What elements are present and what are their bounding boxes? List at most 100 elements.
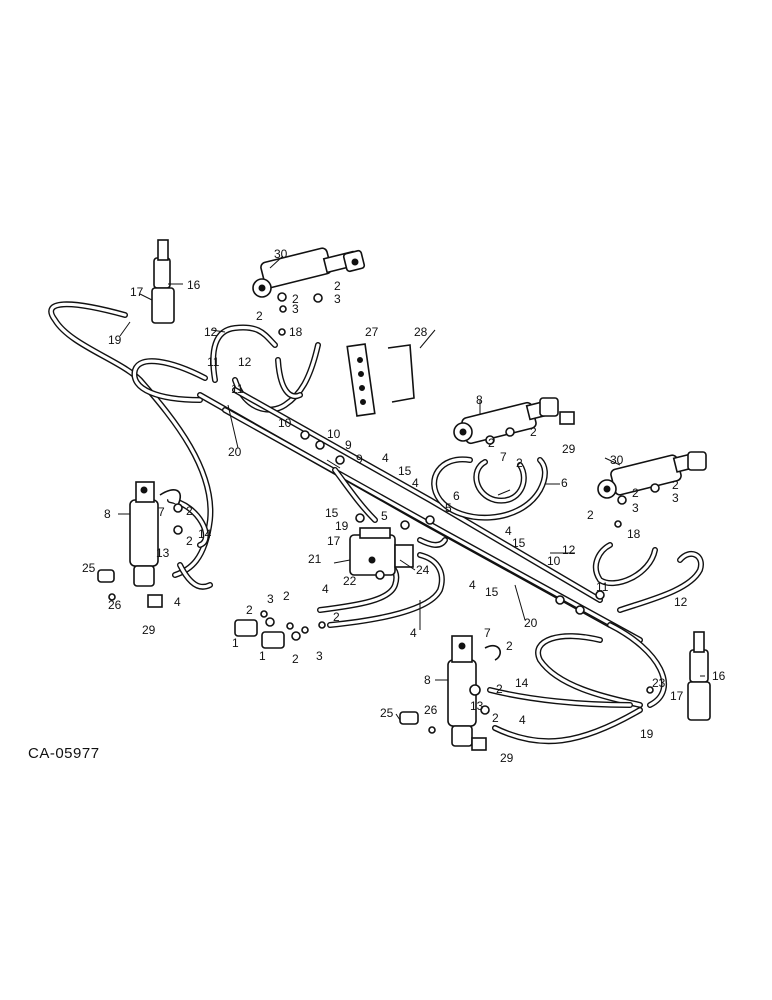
callout-4: 4 <box>412 476 419 490</box>
control-valve-block <box>349 527 414 576</box>
callout-2: 2 <box>672 478 679 492</box>
callout-26: 26 <box>108 598 122 612</box>
callout-16: 16 <box>187 278 201 292</box>
hydraulic-cylinder-16-left <box>151 239 175 324</box>
callout-4: 4 <box>174 595 181 609</box>
callout-7: 7 <box>158 505 165 519</box>
callout-10: 10 <box>547 554 561 568</box>
callout-11: 11 <box>231 382 244 396</box>
callout-14: 14 <box>515 676 529 690</box>
callout-3: 3 <box>672 491 679 505</box>
callout-4: 4 <box>322 582 329 596</box>
callout-2: 2 <box>632 486 639 500</box>
callout-2: 2 <box>530 425 537 439</box>
hydraulic-cylinder-16-right <box>687 631 711 721</box>
hydraulic-cylinder-top <box>252 247 366 298</box>
callout-22: 22 <box>343 574 357 588</box>
callout-15: 15 <box>398 464 412 478</box>
callout-13: 13 <box>156 546 170 560</box>
callout-15: 15 <box>512 536 526 550</box>
callout-8: 8 <box>104 507 111 521</box>
callout-3: 3 <box>632 501 639 515</box>
hydraulic-cylinder-right <box>597 451 707 499</box>
callout-2: 2 <box>186 534 193 548</box>
callout-2: 2 <box>292 652 299 666</box>
callout-7: 7 <box>500 450 507 464</box>
callout-2: 2 <box>587 508 594 522</box>
callout-17: 17 <box>327 534 341 548</box>
hydraulic-cylinder-middle <box>453 397 559 445</box>
callout-3: 3 <box>292 302 299 316</box>
callout-4: 4 <box>469 578 476 592</box>
callout-27: 27 <box>365 325 379 339</box>
callout-10: 10 <box>327 427 341 441</box>
callout-25: 25 <box>82 561 96 575</box>
callout-28: 28 <box>414 325 428 339</box>
callout-25: 25 <box>380 706 394 720</box>
callout-23: 23 <box>652 676 666 690</box>
leader-lines <box>118 255 705 721</box>
callout-17: 17 <box>130 285 144 299</box>
callout-2: 2 <box>488 436 495 450</box>
callout-2: 2 <box>246 603 253 617</box>
callout-15: 15 <box>485 585 499 599</box>
hydraulic-cylinder-lower <box>447 635 477 747</box>
callout-labels: 16 17 19 30 2 2 3 3 2 18 12 12 11 11 20 … <box>82 247 726 765</box>
callout-26: 26 <box>424 703 438 717</box>
figure-code: CA-05977 <box>28 745 100 762</box>
callout-3: 3 <box>267 592 274 606</box>
callout-12: 12 <box>204 325 218 339</box>
callout-1: 1 <box>232 636 239 650</box>
clamps-and-fittings <box>97 411 654 751</box>
callout-4: 4 <box>519 713 526 727</box>
callout-2: 2 <box>333 610 340 624</box>
callout-9: 9 <box>345 438 352 452</box>
callout-2: 2 <box>492 711 499 725</box>
callout-2: 2 <box>516 456 523 470</box>
mounting-plate-27 <box>346 343 376 417</box>
callout-2: 2 <box>506 639 513 653</box>
callout-12: 12 <box>562 543 576 557</box>
callout-14: 14 <box>198 527 212 541</box>
callout-8: 8 <box>424 673 431 687</box>
callout-29: 29 <box>562 442 576 456</box>
callout-3: 3 <box>316 649 323 663</box>
quick-couplers <box>234 617 301 649</box>
callout-2: 2 <box>334 279 341 293</box>
callout-12: 12 <box>238 355 252 369</box>
callout-2: 2 <box>283 589 290 603</box>
callout-11: 11 <box>596 580 609 594</box>
callout-4: 4 <box>505 524 512 538</box>
callout-18: 18 <box>289 325 303 339</box>
u-bolt-28 <box>387 344 415 403</box>
callout-8: 8 <box>476 393 483 407</box>
callout-30: 30 <box>274 247 288 261</box>
callout-30: 30 <box>610 453 624 467</box>
callout-19: 19 <box>108 333 122 347</box>
callout-5: 5 <box>445 501 452 515</box>
callout-3: 3 <box>334 292 341 306</box>
callout-4: 4 <box>410 626 417 640</box>
callout-29: 29 <box>142 623 156 637</box>
callout-12: 12 <box>674 595 688 609</box>
callout-20: 20 <box>524 616 538 630</box>
callout-11: 11 <box>207 355 220 369</box>
callout-10: 10 <box>278 416 292 430</box>
callout-4: 4 <box>382 451 389 465</box>
callout-6: 6 <box>453 489 460 503</box>
callout-6: 6 <box>561 476 568 490</box>
callout-19: 19 <box>335 519 349 533</box>
callout-2: 2 <box>496 682 503 696</box>
callout-21: 21 <box>308 552 322 566</box>
callout-18: 18 <box>627 527 641 541</box>
callout-19: 19 <box>640 727 654 741</box>
callout-15: 15 <box>325 506 339 520</box>
hose-lines <box>48 301 704 745</box>
callout-2: 2 <box>292 292 299 306</box>
callout-20: 20 <box>228 445 242 459</box>
callout-1: 1 <box>259 649 266 663</box>
callout-5: 5 <box>381 509 388 523</box>
small-fittings <box>173 292 660 634</box>
callout-7: 7 <box>484 626 491 640</box>
